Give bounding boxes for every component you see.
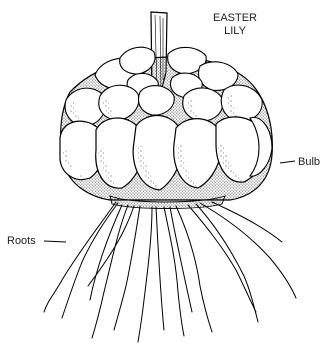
bulb [60, 47, 272, 208]
bulb-leader-line [280, 161, 295, 163]
roots-leader-line [44, 241, 66, 242]
bulb-label: Bulb [298, 156, 320, 169]
diagram-title: EASTER LILY [198, 12, 272, 38]
roots-label: Roots [7, 235, 36, 248]
title-line-1: EASTER [198, 12, 272, 25]
title-line-2: LILY [198, 25, 272, 38]
roots [44, 202, 296, 342]
